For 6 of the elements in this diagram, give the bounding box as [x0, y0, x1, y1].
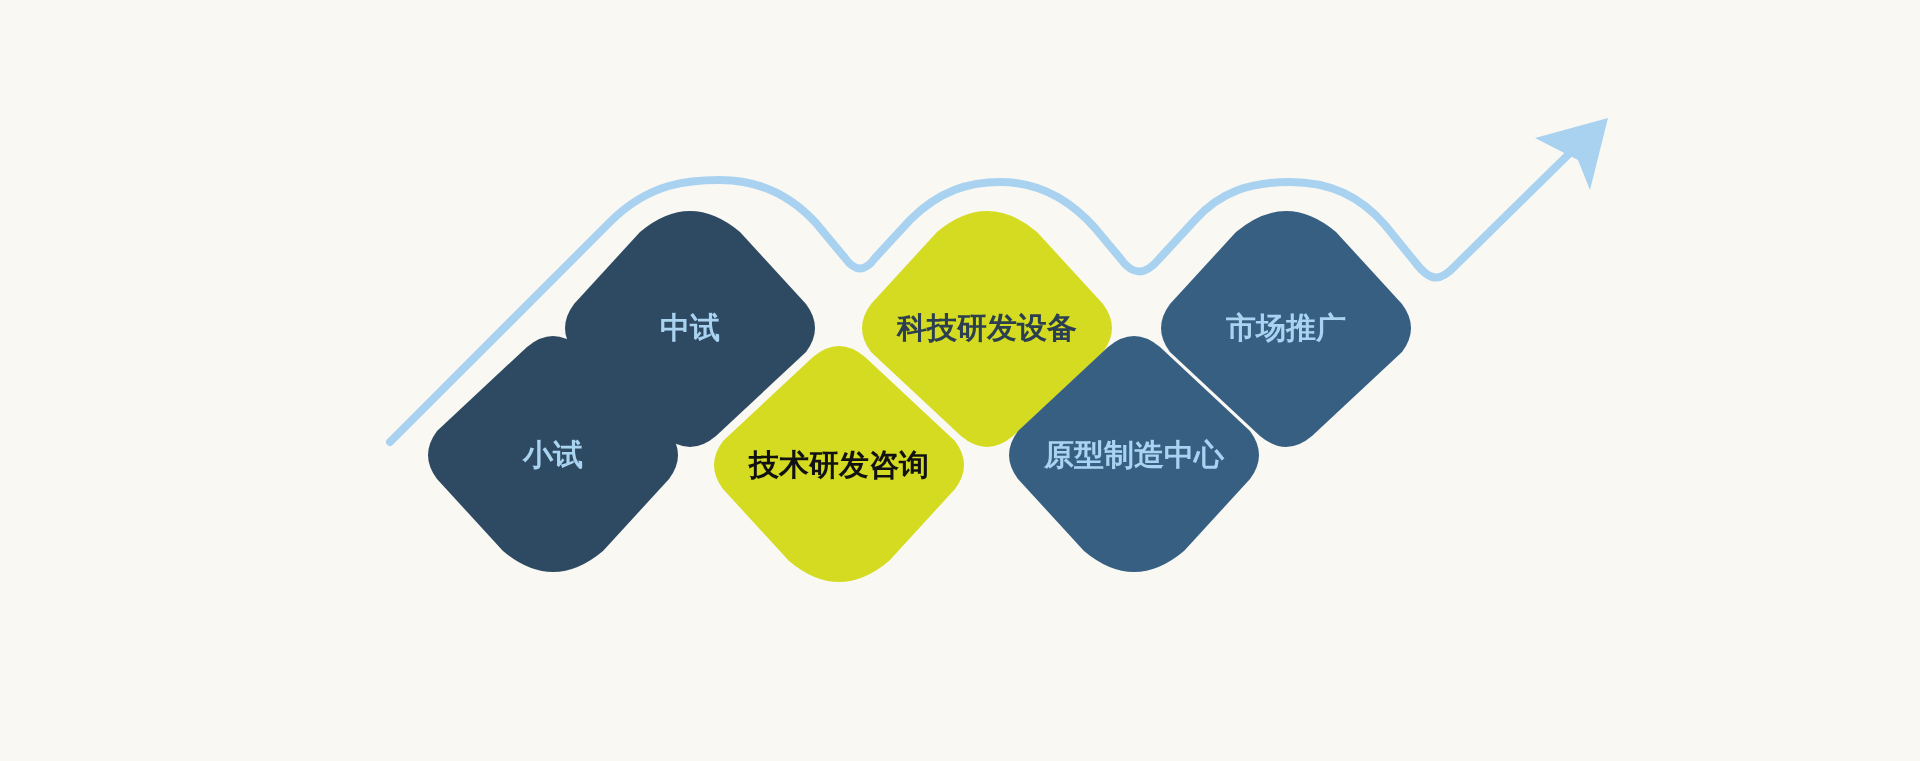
step-label: 市场推广 [1225, 308, 1347, 347]
step-label: 中试 [659, 308, 721, 347]
step-label: 科技研发设备 [895, 308, 1078, 347]
step-label: 小试 [521, 435, 584, 474]
step-label: 技术研发咨询 [747, 445, 930, 484]
step-label: 原型制造中心 [1043, 435, 1225, 474]
